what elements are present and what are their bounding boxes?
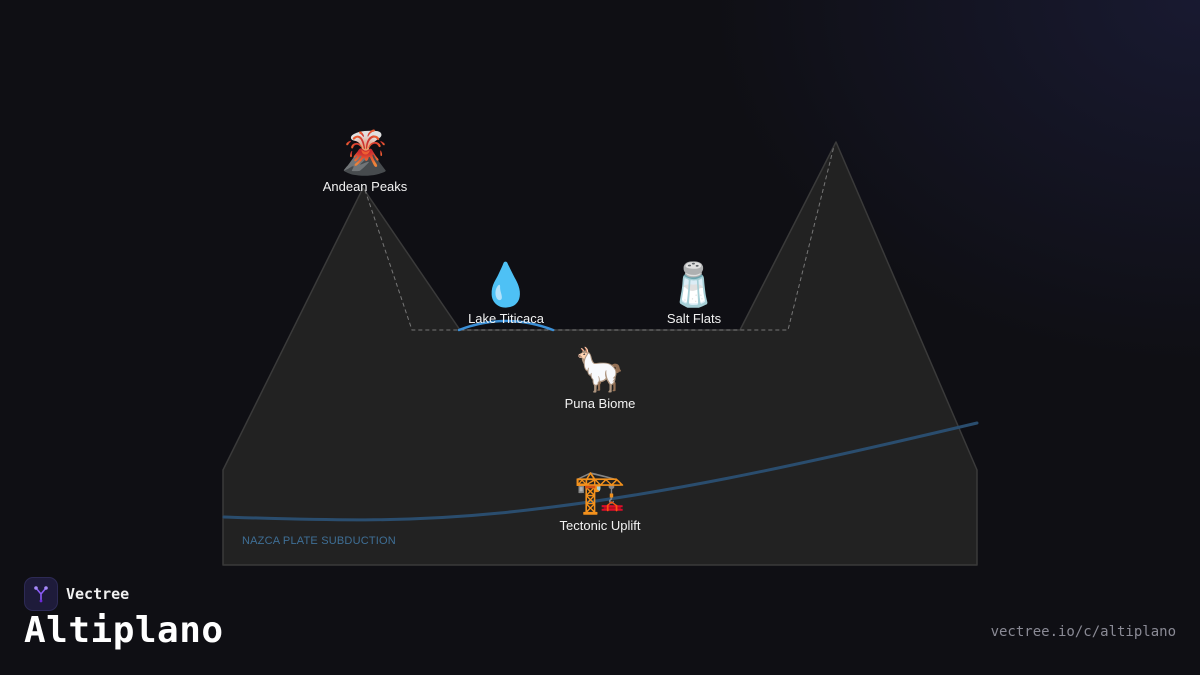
brand-name: Vectree: [66, 585, 130, 603]
node-label: Puna Biome: [564, 396, 636, 411]
salt-shaker-icon: 🧂: [667, 261, 721, 308]
page-title: Altiplano: [24, 610, 224, 651]
node-salt-flats[interactable]: 🧂 Salt Flats: [667, 261, 721, 326]
brand[interactable]: Vectree: [24, 577, 129, 611]
node-andean-peaks[interactable]: 🌋 Andean Peaks: [323, 129, 408, 194]
vectree-tree-icon: [24, 577, 58, 611]
subduction-label: NAZCA PLATE SUBDUCTION: [242, 535, 396, 547]
node-label: Salt Flats: [666, 311, 722, 326]
plateau-dashed-outline: [364, 145, 835, 331]
page-url[interactable]: vectree.io/c/altiplano: [990, 624, 1176, 640]
node-puna-biome[interactable]: 🦙 Puna Biome: [565, 346, 636, 411]
nazca-subduction-curve: [222, 421, 979, 522]
crane-icon: 🏗️: [573, 468, 627, 515]
lake-titicaca-shoreline: [457, 319, 555, 332]
node-label: Tectonic Uplift: [559, 518, 641, 533]
node-label: Lake Titicaca: [468, 311, 544, 326]
llama-icon: 🦙: [573, 346, 627, 393]
node-tectonic-uplift[interactable]: 🏗️ Tectonic Uplift: [560, 468, 641, 533]
landmass: [222, 141, 978, 566]
node-lake-titicaca[interactable]: 💧 Lake Titicaca: [468, 261, 544, 326]
water-drop-icon: 💧: [479, 261, 533, 308]
volcano-icon: 🌋: [338, 129, 392, 176]
node-label: Andean Peaks: [322, 179, 408, 194]
